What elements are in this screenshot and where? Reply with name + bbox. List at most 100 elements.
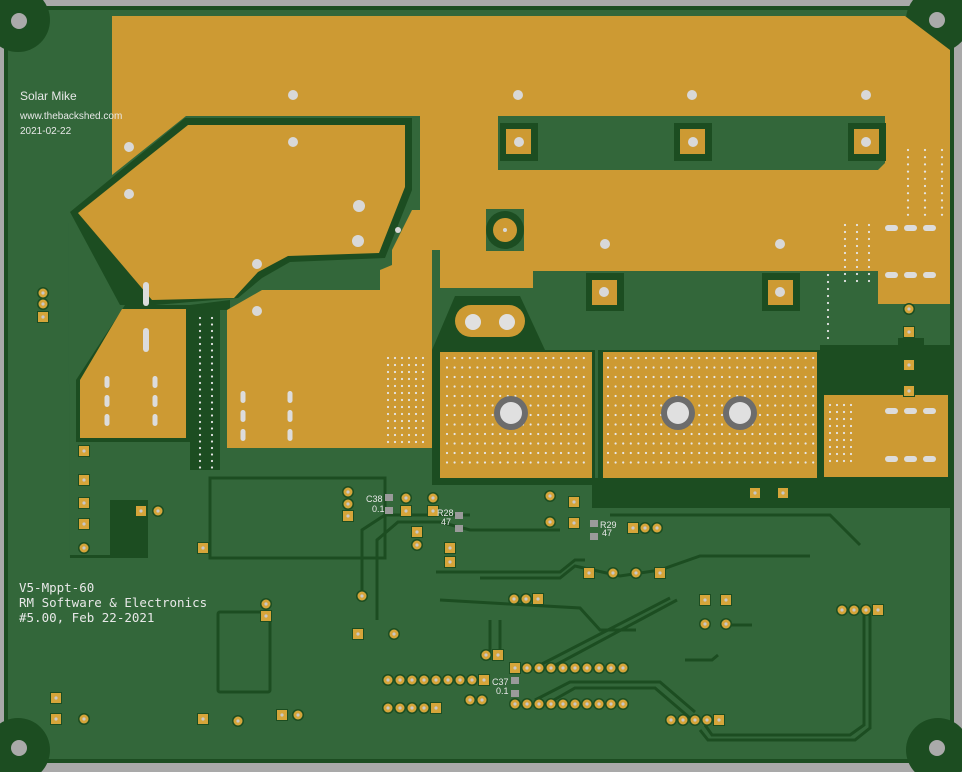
c38-value: 0.1: [372, 504, 385, 514]
via: [582, 413, 585, 417]
via: [544, 442, 547, 445]
via: [667, 375, 670, 379]
via: [393, 377, 397, 381]
via: [766, 404, 769, 407]
via: [774, 451, 777, 455]
via: [698, 432, 701, 436]
via: [514, 432, 517, 436]
slot: [104, 376, 110, 388]
via: [445, 404, 449, 407]
via: [414, 370, 418, 374]
via: [828, 424, 832, 428]
via: [499, 451, 502, 455]
via: [675, 375, 678, 379]
via: [705, 461, 708, 464]
via: [414, 440, 418, 444]
via: [198, 427, 202, 430]
via: [198, 459, 202, 463]
via: [690, 423, 693, 426]
via: [544, 451, 547, 455]
via: [940, 163, 944, 166]
via: [198, 381, 202, 385]
via: [386, 356, 390, 360]
via: [567, 451, 570, 455]
via: [826, 294, 830, 298]
via: [766, 356, 769, 360]
via: [758, 356, 762, 360]
via: [476, 375, 479, 379]
via: [698, 375, 701, 379]
slot: [885, 272, 898, 278]
via: [614, 394, 617, 398]
via: [812, 432, 815, 436]
via: [582, 442, 585, 445]
via: [491, 385, 494, 388]
via: [491, 404, 494, 407]
via: [766, 413, 769, 417]
via: [386, 377, 390, 381]
via: [622, 432, 625, 436]
via: [393, 405, 397, 409]
via: [499, 442, 502, 445]
via: [210, 323, 214, 326]
via: [736, 366, 739, 369]
via: [445, 451, 449, 455]
via: [842, 410, 846, 414]
via: [567, 366, 570, 369]
via: [198, 414, 202, 417]
via: [453, 461, 456, 464]
via: [906, 213, 910, 216]
via: [461, 366, 464, 369]
via: [660, 404, 663, 407]
via: [828, 403, 832, 407]
via: [766, 432, 769, 436]
via: [414, 398, 418, 402]
via: [575, 385, 578, 388]
via: [606, 442, 610, 445]
via: [552, 394, 555, 398]
via: [796, 375, 800, 379]
via: [461, 451, 464, 455]
via: [514, 356, 517, 360]
via: [210, 407, 214, 411]
via: [720, 385, 724, 388]
via: [552, 385, 555, 388]
via: [826, 280, 830, 284]
via: [499, 432, 502, 436]
via: [629, 394, 632, 398]
via: [559, 356, 563, 360]
via: [210, 316, 214, 320]
via: [720, 404, 724, 407]
via: [552, 451, 555, 455]
via: [652, 375, 655, 379]
via: [210, 349, 214, 352]
via: [906, 206, 910, 209]
via: [544, 366, 547, 369]
via: [906, 177, 910, 180]
via: [690, 432, 693, 436]
via: [393, 363, 397, 367]
via: [506, 432, 509, 436]
via: [514, 442, 517, 445]
via: [682, 461, 686, 464]
via: [774, 375, 777, 379]
via: [751, 366, 754, 369]
via: [906, 199, 910, 202]
via: [491, 375, 494, 379]
via: [660, 356, 663, 360]
via: [667, 366, 670, 369]
slot: [923, 456, 936, 462]
via: [751, 451, 754, 455]
via: [812, 413, 815, 417]
via: [774, 366, 777, 369]
via: [198, 446, 202, 450]
via: [855, 279, 859, 283]
via: [698, 366, 701, 369]
via: [210, 375, 214, 378]
via: [483, 451, 487, 455]
via: [461, 423, 464, 426]
slot: [152, 395, 158, 407]
via: [567, 423, 570, 426]
via: [582, 394, 585, 398]
slots: [104, 225, 936, 462]
